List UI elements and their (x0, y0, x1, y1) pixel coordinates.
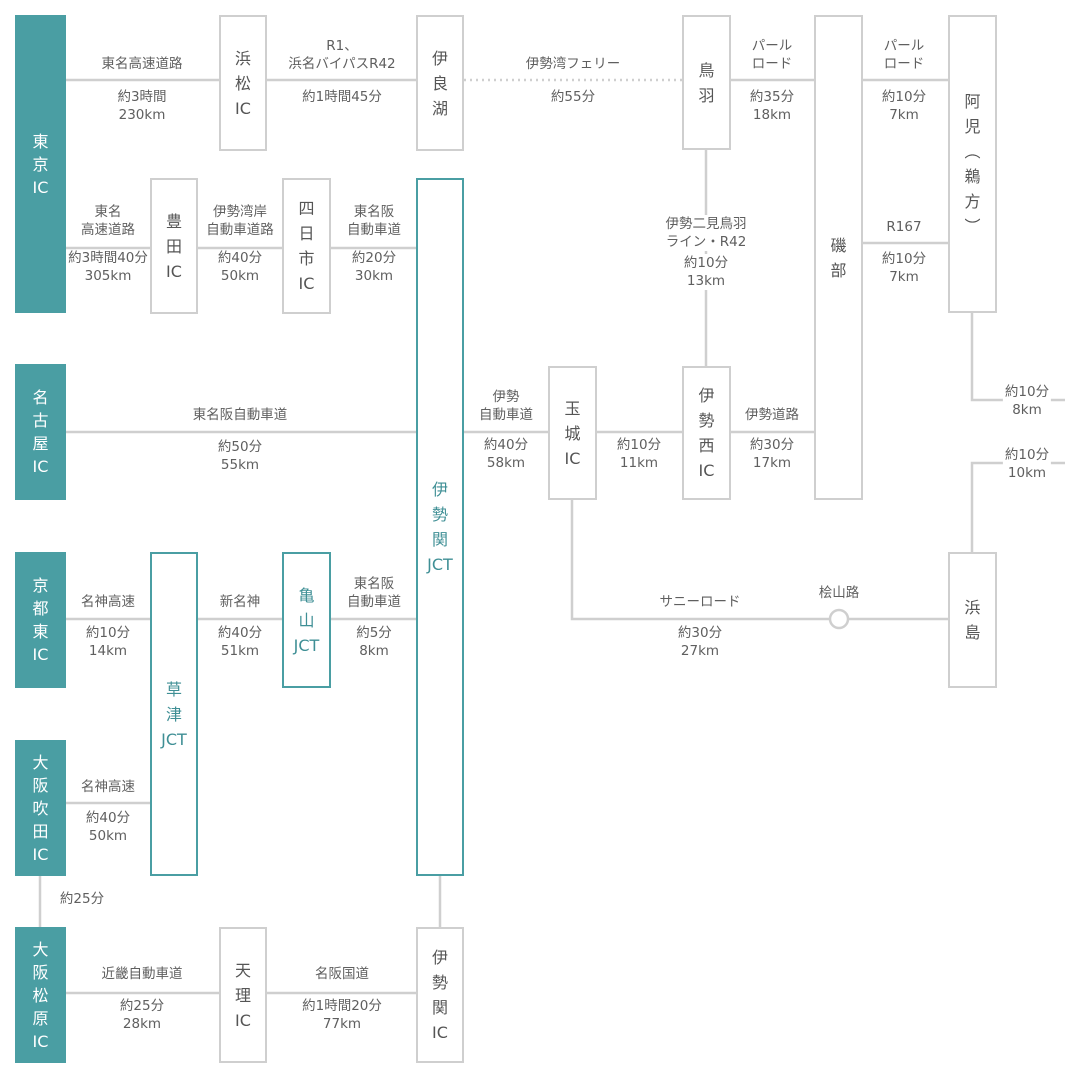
node-yokkaichi-ic: 四 日 市 IC (282, 178, 331, 314)
road-label-osaka-kusatsu: 名神高速 (81, 779, 135, 795)
time-label-tenri-iseseki: 約1時間20分 77km (302, 998, 382, 1032)
node-kusatsu-jct: 草 津 JCT (150, 552, 198, 876)
node-ise-nishi-ic: 伊 勢 西 IC (682, 366, 731, 500)
time-label-yokkaichi-iseseki: 約20分 30km (351, 250, 397, 284)
road-label-iseseki-tamaki: 伊勢 自動車道 (479, 389, 533, 423)
node-tenri-ic: 天 理 IC (219, 927, 267, 1063)
time-label-sunny-road: 約30分 27km (677, 625, 723, 659)
time-label-toba-isobe: 約35分 18km (749, 89, 795, 123)
node-isobe: 磯 部 (814, 15, 863, 500)
time-label-tamaki-iseishi: 約10分 11km (616, 437, 662, 471)
road-label-isobe-ago-pearl: パール ロード (883, 38, 925, 72)
origin-osaka-suita-ic: 大 阪 吹 田 IC (15, 740, 66, 876)
time-label-toba-iseishi: 約10分 13km (681, 254, 731, 290)
time-label-tokyo-hamamatsu: 約3時間 230km (117, 89, 167, 123)
time-label-tokyo-toyota: 約3時間40分 305km (68, 250, 148, 284)
time-label-ferry: 約55分 (550, 89, 596, 105)
node-ise-seki-jct: 伊 勢 関 JCT (416, 178, 464, 876)
node-tamaki-ic: 玉 城 IC (548, 366, 597, 500)
time-label-iseseki-tamaki: 約40分 58km (483, 437, 529, 471)
node-ago-ugata: 阿 児 ︵ 鵜 方 ︶ (948, 15, 997, 313)
node-kameyama-jct: 亀 山 JCT (282, 552, 331, 688)
road-label-tenri-iseseki: 名阪国道 (315, 966, 369, 982)
road-label-kusatsu-kameyama: 新名神 (219, 594, 261, 610)
road-label-toyota-yokkaichi: 伊勢湾岸 自動車道路 (206, 204, 274, 238)
road-label-yokkaichi-iseseki: 東名阪 自動車道 (347, 204, 401, 238)
node-hamajima: 浜 島 (948, 552, 997, 688)
road-label-kyoto-kusatsu: 名神高速 (81, 594, 135, 610)
time-label-iseishi-isobe: 約30分 17km (749, 437, 795, 471)
road-label-nagoya-iseseki: 東名阪自動車道 (192, 407, 288, 423)
time-label-isobe-ago-r167: 約10分 7km (881, 251, 927, 285)
time-label-hamamatsu-irago: 約1時間45分 (302, 89, 382, 105)
origin-tokyo-ic: 東 京 IC (15, 15, 66, 313)
time-label-nagoya-iseseki: 約50分 55km (217, 439, 263, 473)
time-label-kusatsu-kameyama: 約40分 51km (217, 625, 263, 659)
node-irago: 伊 良 湖 (416, 15, 464, 151)
road-label-hamamatsu-irago: R1、 浜名バイパスR42 (288, 38, 396, 72)
time-label-hamajima-exit: 約10分 10km (1002, 446, 1052, 482)
road-label-isobe-ago-r167: R167 (886, 219, 922, 235)
road-label-toba-iseishi: 伊勢二見鳥羽 ライン・R42 (663, 215, 749, 251)
time-label-isobe-ago-pearl: 約10分 7km (881, 89, 927, 123)
waypoint-marker (828, 608, 850, 630)
time-label-osaka-kusatsu: 約40分 50km (85, 810, 131, 844)
time-label-suita-matsubara: 約25分 (57, 890, 107, 908)
time-label-kyoto-kusatsu: 約10分 14km (85, 625, 131, 659)
time-label-matsubara-tenri: 約25分 28km (119, 998, 165, 1032)
time-label-kameyama-iseseki: 約5分 8km (356, 625, 392, 659)
road-label-toba-isobe: パール ロード (751, 38, 793, 72)
road-label-ferry: 伊勢湾フェリー (525, 56, 621, 72)
road-label-kameyama-iseseki: 東名阪 自動車道 (347, 576, 401, 610)
road-label-tokyo-toyota: 東名 高速道路 (81, 204, 135, 238)
node-toyota-ic: 豊 田 IC (150, 178, 198, 314)
node-ise-seki-ic: 伊 勢 関 IC (416, 927, 464, 1063)
waypoint-label-hiyamaji: 桧山路 (818, 585, 860, 601)
road-label-iseishi-isobe: 伊勢道路 (745, 407, 799, 423)
node-toba: 鳥 羽 (682, 15, 731, 150)
time-label-ago-exit: 約10分 8km (1002, 383, 1052, 419)
origin-kyoto-higashi-ic: 京 都 東 IC (15, 552, 66, 688)
node-hamamatsu-ic: 浜 松 IC (219, 15, 267, 151)
time-label-toyota-yokkaichi: 約40分 50km (217, 250, 263, 284)
origin-osaka-matsubara-ic: 大 阪 松 原 IC (15, 927, 66, 1063)
origin-nagoya-ic: 名 古 屋 IC (15, 364, 66, 500)
line-sunny-road (570, 500, 948, 621)
road-label-matsubara-tenri: 近畿自動車道 (101, 966, 183, 982)
road-label-sunny-road: サニーロード (659, 594, 741, 610)
road-label-tokyo-hamamatsu: 東名高速道路 (101, 56, 183, 72)
